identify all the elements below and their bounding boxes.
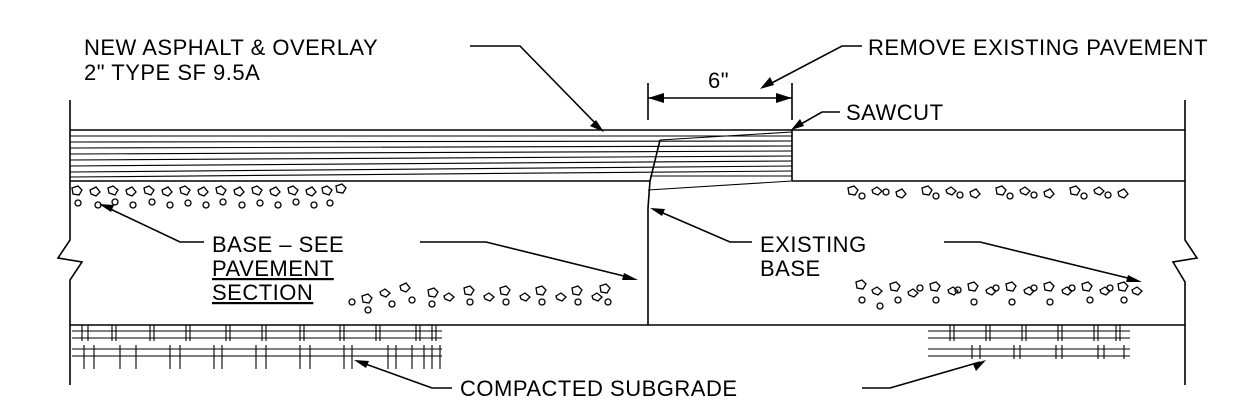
aggregate-pattern	[71, 183, 1143, 314]
leader-subgrade-right	[862, 361, 981, 389]
label-existing-line1: EXISTING	[760, 232, 867, 257]
leader-subgrade-left	[359, 361, 452, 389]
labels: NEW ASPHALT & OVERLAY 2" TYPE SF 9.5A RE…	[84, 35, 1208, 401]
label-new-asphalt-line2: 2" TYPE SF 9.5A	[84, 60, 260, 85]
overlay-taper-bottom	[647, 180, 793, 191]
label-sawcut: SAWCUT	[846, 100, 944, 125]
subgrade-hatch-left	[72, 325, 442, 369]
leader-sawcut	[793, 111, 840, 129]
leader-lines	[99, 45, 1142, 389]
leader-base-right	[420, 241, 633, 279]
label-base-line3: SECTION	[212, 280, 313, 305]
dimension-arrow-left	[648, 93, 664, 103]
dimension-arrow-right	[776, 93, 792, 103]
dimension-6-inch	[647, 83, 793, 120]
leader-existing-base-left	[655, 209, 752, 243]
subgrade-hatch-right	[928, 325, 1130, 359]
label-remove-existing: REMOVE EXISTING PAVEMENT	[868, 35, 1208, 60]
label-base-line2: PAVEMENT	[212, 256, 334, 281]
label-new-asphalt-line1: NEW ASPHALT & OVERLAY	[84, 35, 378, 60]
leader-remove-existing	[765, 45, 862, 87]
label-base-line1: BASE – SEE	[212, 232, 344, 257]
left-break-line	[56, 100, 84, 385]
leader-base-left	[103, 205, 204, 243]
label-existing-line2: BASE	[760, 256, 821, 281]
label-compacted-subgrade: COMPACTED SUBGRADE	[460, 376, 738, 401]
leader-existing-base-right	[944, 241, 1137, 281]
leader-new-asphalt	[470, 45, 601, 129]
right-break-line	[1171, 100, 1199, 385]
section-outline	[56, 100, 1199, 385]
base-cut-line	[647, 139, 661, 325]
label-dimension: 6"	[708, 68, 729, 93]
asphalt-overlay-hatch	[69, 135, 793, 178]
